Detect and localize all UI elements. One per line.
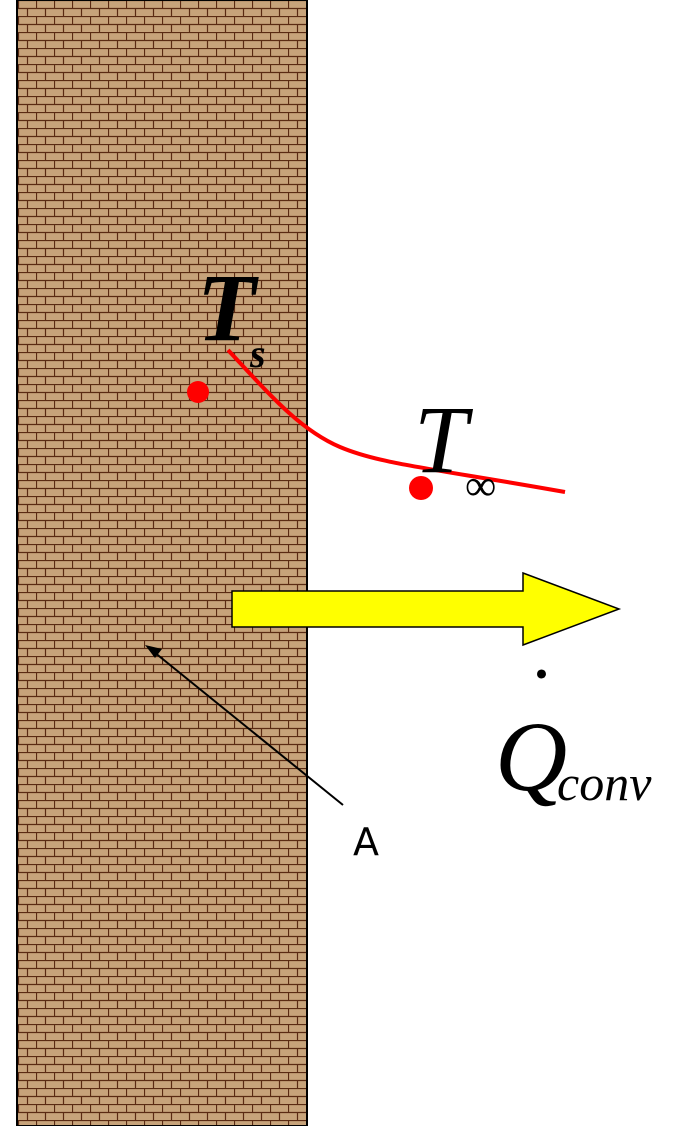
surface-temperature-label: T xyxy=(197,254,259,361)
heat-rate-label: Q xyxy=(495,701,567,812)
area-pointer-arrowhead xyxy=(145,645,162,658)
heat-rate-dot: ˙ xyxy=(528,659,548,725)
surface-temperature-point xyxy=(187,381,209,403)
brick-wall xyxy=(16,0,308,1126)
area-pointer-line xyxy=(153,651,344,806)
temperature-profile-curve xyxy=(226,348,566,494)
heat-flow-arrow xyxy=(231,571,622,647)
ambient-temperature-point xyxy=(409,476,433,500)
area-label: A xyxy=(353,820,379,864)
heat-rate-subscript: conv xyxy=(557,755,652,811)
ambient-temperature-subscript: ∞ xyxy=(465,461,496,510)
ambient-temperature-label: T xyxy=(414,386,474,493)
surface-temperature-subscript: s xyxy=(249,331,266,376)
